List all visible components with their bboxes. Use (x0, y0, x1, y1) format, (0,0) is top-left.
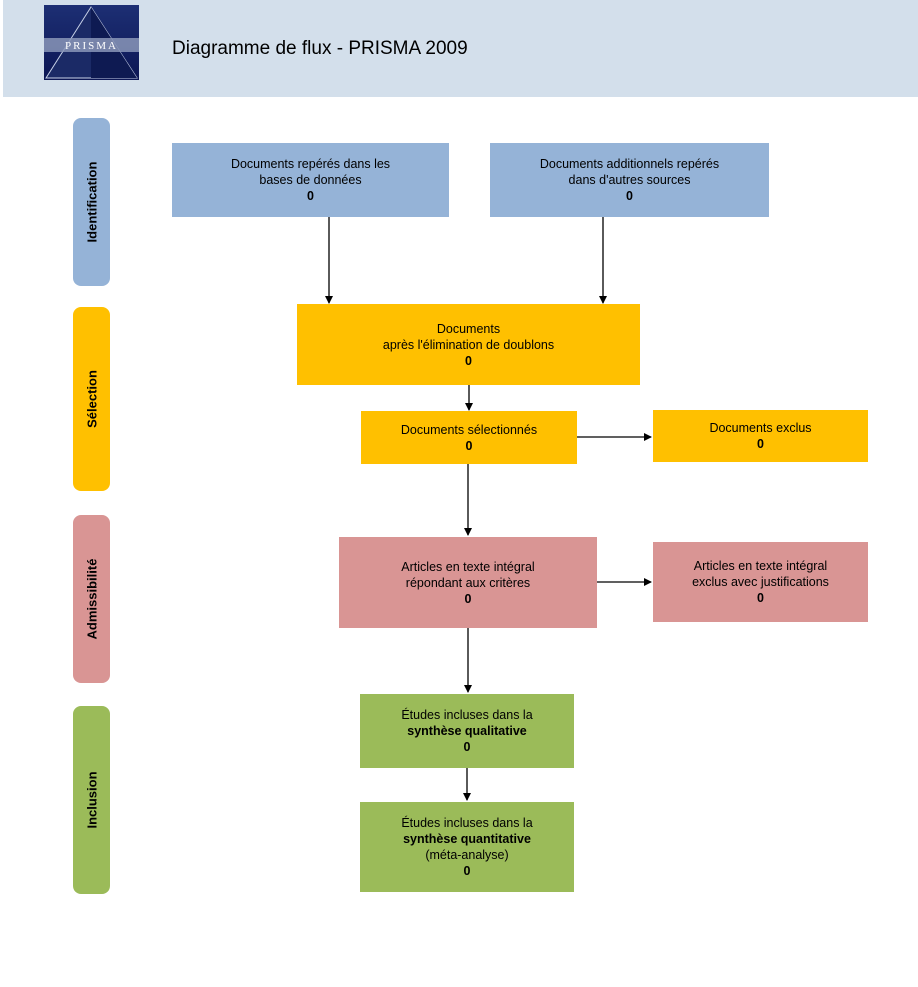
logo-text: PRISMA (65, 40, 118, 52)
stage-admissibilite: Admissibilité (73, 515, 110, 683)
box-qualitative-synthesis: Études incluses dans la synthèse qualita… (360, 694, 574, 768)
box-excluded-count: 0 (757, 437, 764, 451)
stage-selection: Sélection (73, 307, 110, 491)
box-records-databases: Documents repérés dans les bases de donn… (172, 143, 449, 217)
box-quantitative-count: 0 (463, 864, 471, 878)
box-quantitative-line2: synthèse quantitative (403, 832, 531, 846)
prisma-logo: PRISMA (44, 5, 139, 80)
box-after-duplicates-count: 0 (465, 353, 472, 368)
box-after-duplicates: Documents après l'élimination de doublon… (297, 304, 640, 385)
box-fulltext-excluded: Articles en texte intégral exclus avec j… (653, 542, 868, 622)
box-screened-count: 0 (465, 438, 473, 453)
box-records-other-line1: Documents additionnels repérés (539, 157, 720, 171)
box-fulltext-excluded-count: 0 (757, 591, 764, 605)
box-records-databases-count: 0 (307, 189, 314, 203)
box-fulltext-excluded-line2: exclus avec justifications (692, 575, 829, 589)
box-qualitative-count: 0 (463, 740, 471, 754)
box-after-duplicates-line1: Documents (436, 321, 501, 336)
box-fulltext-excluded-line1: Articles en texte intégral (693, 559, 828, 573)
prisma-logo-pyramid (44, 6, 139, 79)
box-screened: Documents sélectionnés 0 (361, 411, 577, 464)
box-qualitative-line2: synthèse qualitative (407, 724, 527, 738)
box-records-databases-line2: bases de données (259, 173, 362, 187)
box-quantitative-line1: Études incluses dans la (401, 816, 533, 830)
box-fulltext-eligible: Articles en texte intégral répondant aux… (339, 537, 597, 628)
box-records-other-sources: Documents additionnels repérés dans d'au… (490, 143, 769, 217)
box-excluded-line1: Documents exclus (709, 421, 812, 435)
box-screened-line1: Documents sélectionnés (400, 422, 538, 437)
box-records-databases-line1: Documents repérés dans les (230, 157, 391, 171)
box-qualitative-line1: Études incluses dans la (401, 708, 533, 722)
box-fulltext-eligible-line2: répondant aux critères (405, 575, 531, 590)
box-excluded: Documents exclus 0 (653, 410, 868, 462)
box-fulltext-eligible-line1: Articles en texte intégral (401, 559, 535, 574)
box-after-duplicates-line2: après l'élimination de doublons (382, 337, 555, 352)
box-records-other-line2: dans d'autres sources (568, 173, 691, 187)
box-fulltext-eligible-count: 0 (464, 591, 472, 606)
stage-identification: Identification (73, 118, 110, 286)
stage-inclusion: Inclusion (73, 706, 110, 894)
box-records-other-count: 0 (626, 189, 633, 203)
box-quantitative-synthesis: Études incluses dans la synthèse quantit… (360, 802, 574, 892)
page-title: Diagramme de flux - PRISMA 2009 (172, 38, 468, 59)
header-banner (3, 0, 918, 97)
box-quantitative-line3: (méta-analyse) (425, 848, 509, 862)
